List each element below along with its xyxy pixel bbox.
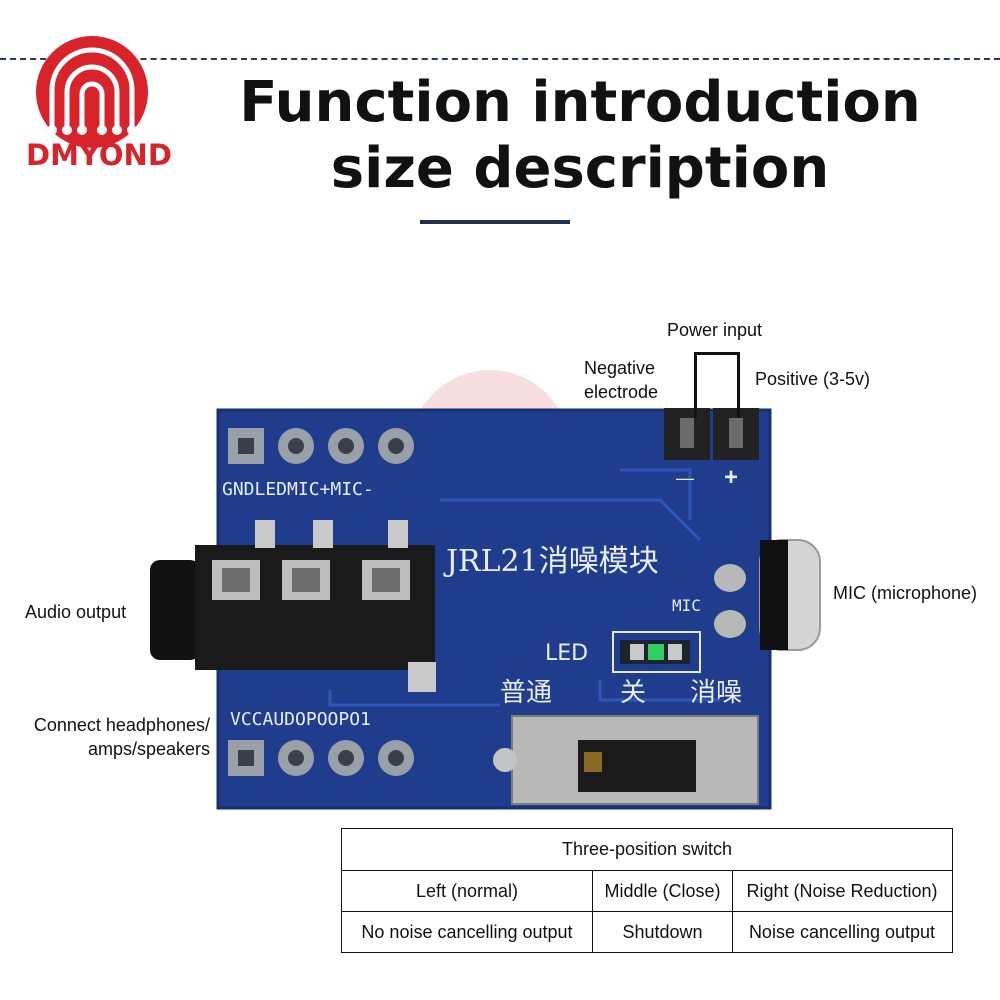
audio-jack xyxy=(150,520,436,692)
title-underline xyxy=(420,220,570,224)
switch-table-row-results: No noise cancelling output Shutdown Nois… xyxy=(342,911,952,952)
leader-negative-v xyxy=(694,352,697,418)
switch-silk-noise: 消噪 xyxy=(690,678,743,708)
power-header xyxy=(664,408,759,460)
switch-table-row-positions: Left (normal) Middle (Close) Right (Nois… xyxy=(342,870,952,911)
result-left: No noise cancelling output xyxy=(361,921,573,942)
callout-connect: Connect headphones/ amps/speakers xyxy=(12,713,210,761)
title-line-2: size description xyxy=(330,136,830,201)
led-component xyxy=(612,631,701,673)
position-middle: Middle (Close) xyxy=(592,871,732,911)
slide-switch xyxy=(493,715,759,805)
power-plus-silk: + xyxy=(724,464,739,491)
position-left: Left (normal) xyxy=(415,880,519,901)
brand-logo xyxy=(36,36,148,148)
callout-audio-output: Audio output xyxy=(25,602,127,622)
page-title: Function introduction size description xyxy=(180,70,980,202)
pin-labels-bottom: VCCAUDOPOOPO1 xyxy=(230,709,371,730)
title-line-1: Function introduction xyxy=(239,70,921,135)
switch-table: Three-position switch Left (normal) Midd… xyxy=(341,828,953,953)
power-minus-silk: — xyxy=(676,468,694,488)
result-middle: Shutdown xyxy=(592,912,732,952)
header-dashed-rule xyxy=(0,58,1000,60)
result-right: Noise cancelling output xyxy=(732,912,951,952)
switch-silk-normal: 普通 xyxy=(500,678,553,708)
callout-positive: Positive (3-5v) xyxy=(755,369,871,389)
leader-positive-v xyxy=(737,352,740,418)
switch-table-header: Three-position switch xyxy=(561,839,733,859)
callout-negative: Negative electrode xyxy=(584,356,658,404)
position-right: Right (Noise Reduction) xyxy=(732,871,951,911)
callout-connect-line2: amps/speakers xyxy=(87,739,210,759)
callout-mic: MIC (microphone) xyxy=(833,583,978,603)
callout-negative-line2: electrode xyxy=(584,382,659,402)
leader-power-h xyxy=(694,352,740,355)
brand-name: DMYOND xyxy=(26,138,172,172)
chip-label: JRL21消噪模块 xyxy=(446,544,659,579)
top-pin-pads xyxy=(228,428,414,464)
pin-labels-top: GNDLEDMIC+MIC- xyxy=(222,479,374,500)
microphone xyxy=(714,539,821,651)
led-silk-label: LED xyxy=(545,641,589,666)
callout-negative-line1: Negative xyxy=(584,358,656,378)
switch-silk-close: 关 xyxy=(620,678,647,708)
mic-silk-label: MIC xyxy=(672,596,701,615)
callout-connect-line1: Connect headphones/ xyxy=(33,715,210,735)
callout-power-input: Power input xyxy=(667,320,763,340)
bottom-pin-pads xyxy=(228,740,414,776)
